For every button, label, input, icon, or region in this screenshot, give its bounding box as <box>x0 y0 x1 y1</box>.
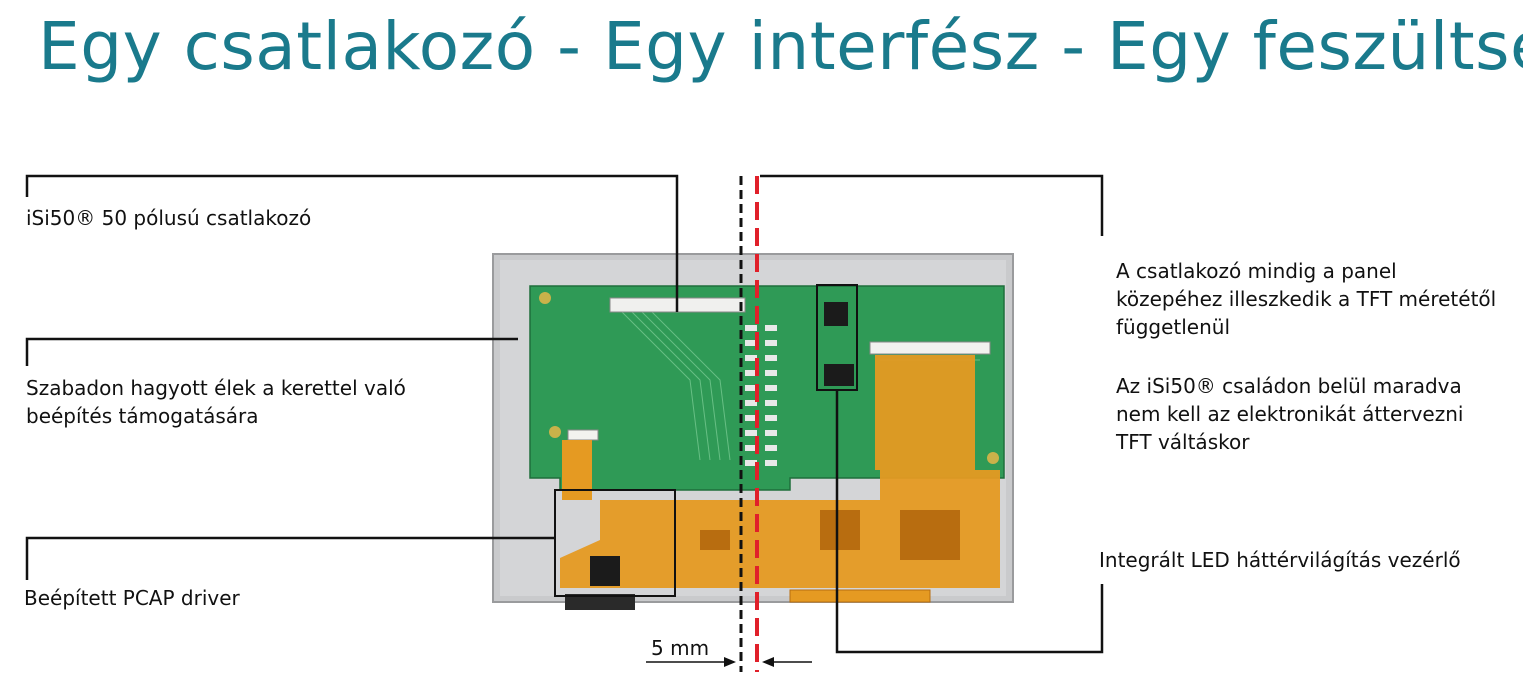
center-callout-line-1: A csatlakozó mindig a panel <box>1116 259 1397 283</box>
mount-hole <box>539 292 551 304</box>
pcap-callout: Beépített PCAP driver <box>24 584 240 612</box>
edges-callout: Szabadon hagyott élek a kerettel való be… <box>26 374 406 430</box>
dimension-label: 5 mm <box>651 636 710 660</box>
led-callout-text: Integrált LED háttérvilágítás vezérlő <box>1099 548 1461 572</box>
flex-components <box>700 510 960 560</box>
led-leader <box>835 390 1104 654</box>
led-driver-ic-2 <box>824 364 854 386</box>
family-callout-line-1: Az iSi50® családon belül maradva <box>1116 374 1462 398</box>
arrowhead-right <box>762 657 774 667</box>
pcap-callout-text: Beépített PCAP driver <box>24 586 240 610</box>
pcb-component-row <box>745 325 777 466</box>
edges-callout-line-1: Szabadon hagyott élek a kerettel való <box>26 376 406 400</box>
display-flex-cable <box>560 355 1000 588</box>
pcap-leader <box>25 536 555 580</box>
edges-leader <box>25 337 518 366</box>
family-callout: Az iSi50® családon belül maradva nem kel… <box>1116 372 1463 456</box>
bottom-tail-connector <box>789 589 931 603</box>
center-leader <box>760 174 1104 236</box>
connector-callout-text: iSi50® 50 pólusú csatlakozó <box>26 206 312 230</box>
arrowhead-left <box>724 657 736 667</box>
fpc-connector <box>869 341 991 355</box>
connector-leader <box>25 174 679 312</box>
page-title: Egy csatlakozó - Egy interfész - Egy fes… <box>38 8 1523 85</box>
mount-hole <box>987 452 999 464</box>
edges-callout-line-2: beépítés támogatására <box>26 404 259 428</box>
pcap-highlight-box <box>554 489 676 597</box>
bottom-left-connector <box>565 594 635 610</box>
connector-callout: iSi50® 50 pólusú csatlakozó <box>26 204 311 232</box>
center-callout: A csatlakozó mindig a panel közepéhez il… <box>1116 257 1496 341</box>
led-callout: Integrált LED háttérvilágítás vezérlő <box>1099 546 1461 574</box>
family-callout-line-3: TFT váltáskor <box>1116 430 1250 454</box>
pcap-driver-chip <box>590 556 620 586</box>
center-callout-line-3: függetlenül <box>1116 315 1231 339</box>
center-callout-line-2: közepéhez illeszkedik a TFT méretétől <box>1116 287 1497 311</box>
mount-hole <box>549 426 561 438</box>
family-callout-line-2: nem kell az elektronikát áttervezni <box>1116 402 1464 426</box>
touch-connector <box>567 429 599 441</box>
led-driver-ic <box>824 302 848 326</box>
